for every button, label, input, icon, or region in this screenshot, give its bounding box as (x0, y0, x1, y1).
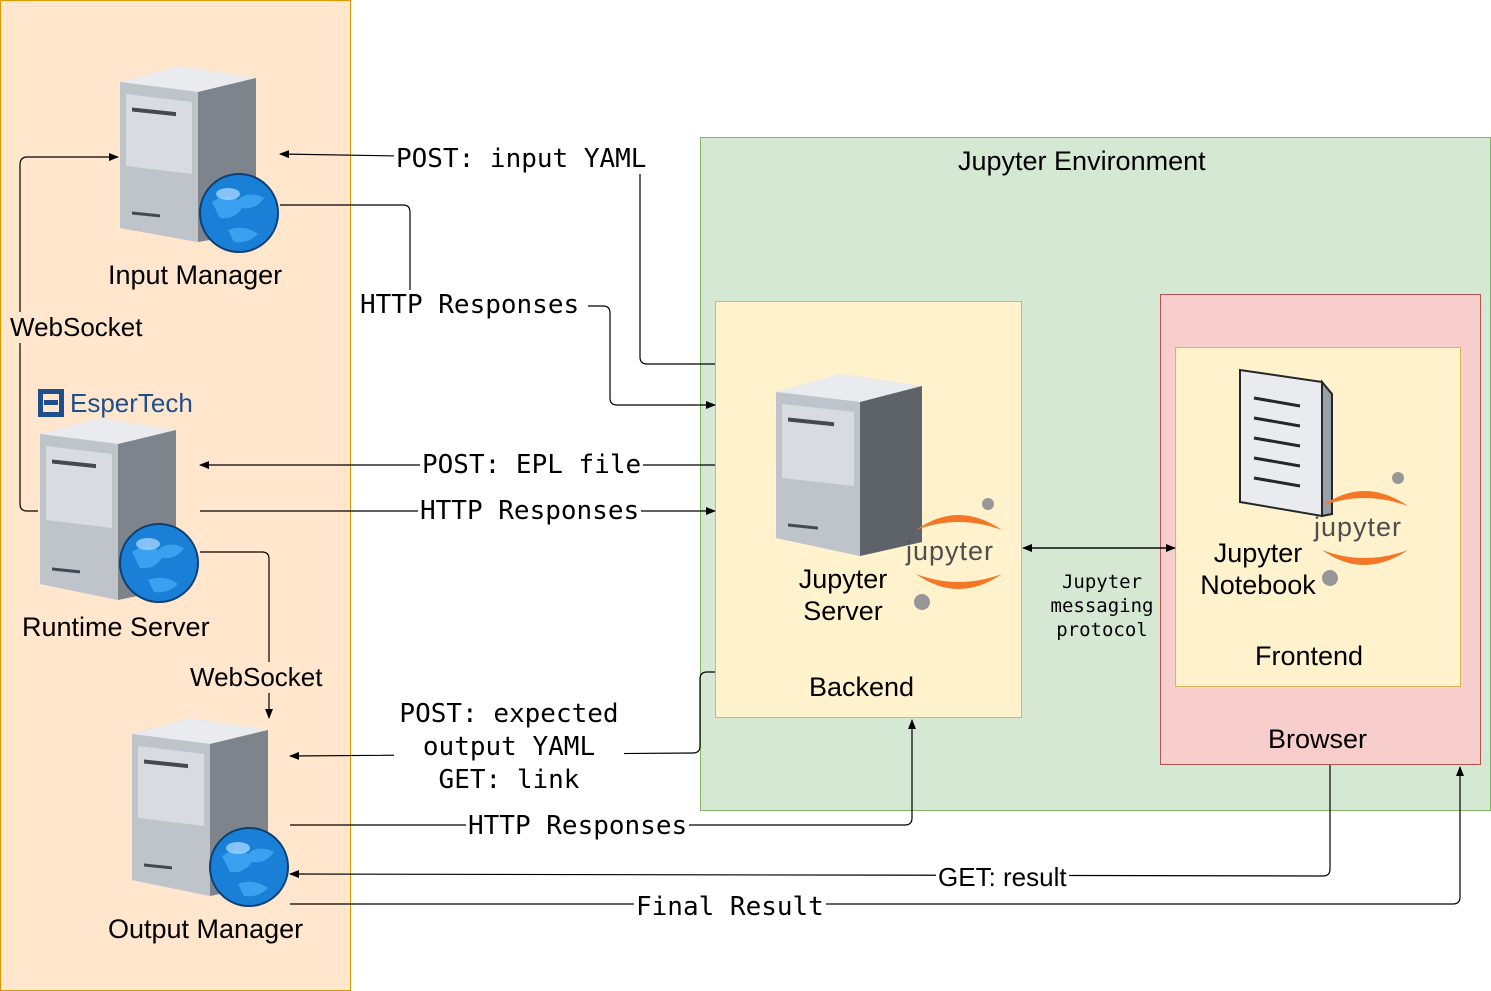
jupyter-wordmark-backend: jupyter (906, 536, 995, 566)
input-manager-label: Input Manager (108, 260, 283, 290)
jupyter-notebook-label-line2: Notebook (1200, 570, 1316, 600)
edge-label-post-input-yaml: POST: input YAML (394, 144, 649, 174)
edge-label-get-result: GET: result (936, 862, 1069, 893)
edge-post-input-yaml (279, 150, 715, 365)
edge-http-responses-3 (290, 719, 916, 826)
edge-label-post-expected-line1: POST: expected (394, 699, 624, 729)
jupyter-logo-icon (1322, 472, 1408, 586)
jupyter-server-label-line1: Jupyter (798, 564, 888, 594)
edge-label-messaging-line1: Jupyter (1061, 571, 1143, 593)
espertech-logo-text: EsperTech (70, 388, 193, 418)
edge-final-result (290, 766, 1464, 905)
edge-post-expected (289, 671, 715, 760)
edge-label-http-responses-3: HTTP Responses (466, 811, 690, 841)
edge-websocket-2 (200, 551, 273, 719)
edge-label-final-result: Final Result (634, 892, 826, 922)
runtime-server-label: Runtime Server (22, 612, 210, 642)
edge-label-messaging-line2: messaging (1050, 595, 1154, 617)
edge-label-messaging-line3: protocol (1056, 619, 1148, 641)
globe-icon (209, 827, 289, 907)
jupyter-server-label-line2: Server (803, 596, 883, 626)
output-manager-label: Output Manager (108, 914, 304, 944)
edge-label-websocket-2: WebSocket (188, 662, 325, 693)
jupyter-wordmark-frontend: jupyter (1314, 512, 1403, 542)
globe-icon (119, 523, 199, 603)
edge-label-post-expected-line3: GET: link (394, 765, 624, 795)
edge-label-post-expected-line2: output YAML (394, 732, 624, 762)
espertech-logo-icon (38, 389, 64, 422)
browser-title: Browser (1268, 724, 1368, 754)
edge-label-websocket-1: WebSocket (8, 312, 145, 343)
jupyter-notebook-label-line1: Jupyter (1213, 538, 1303, 568)
jupyter-logo-icon (914, 498, 1002, 610)
jupyter-environment-title: Jupyter Environment (958, 146, 1206, 176)
backend-title: Backend (809, 672, 915, 702)
edge-label-http-responses-2: HTTP Responses (418, 496, 642, 526)
server-tower-icon (776, 374, 922, 556)
notebook-document-icon (1239, 368, 1333, 518)
edge-get-result (289, 765, 1331, 879)
globe-icon (199, 173, 279, 253)
edge-label-http-responses-1: HTTP Responses (358, 290, 582, 320)
frontend-title: Frontend (1255, 641, 1364, 671)
edge-http-responses-1 (280, 204, 411, 290)
edge-label-post-epl-file: POST: EPL file (420, 450, 644, 480)
